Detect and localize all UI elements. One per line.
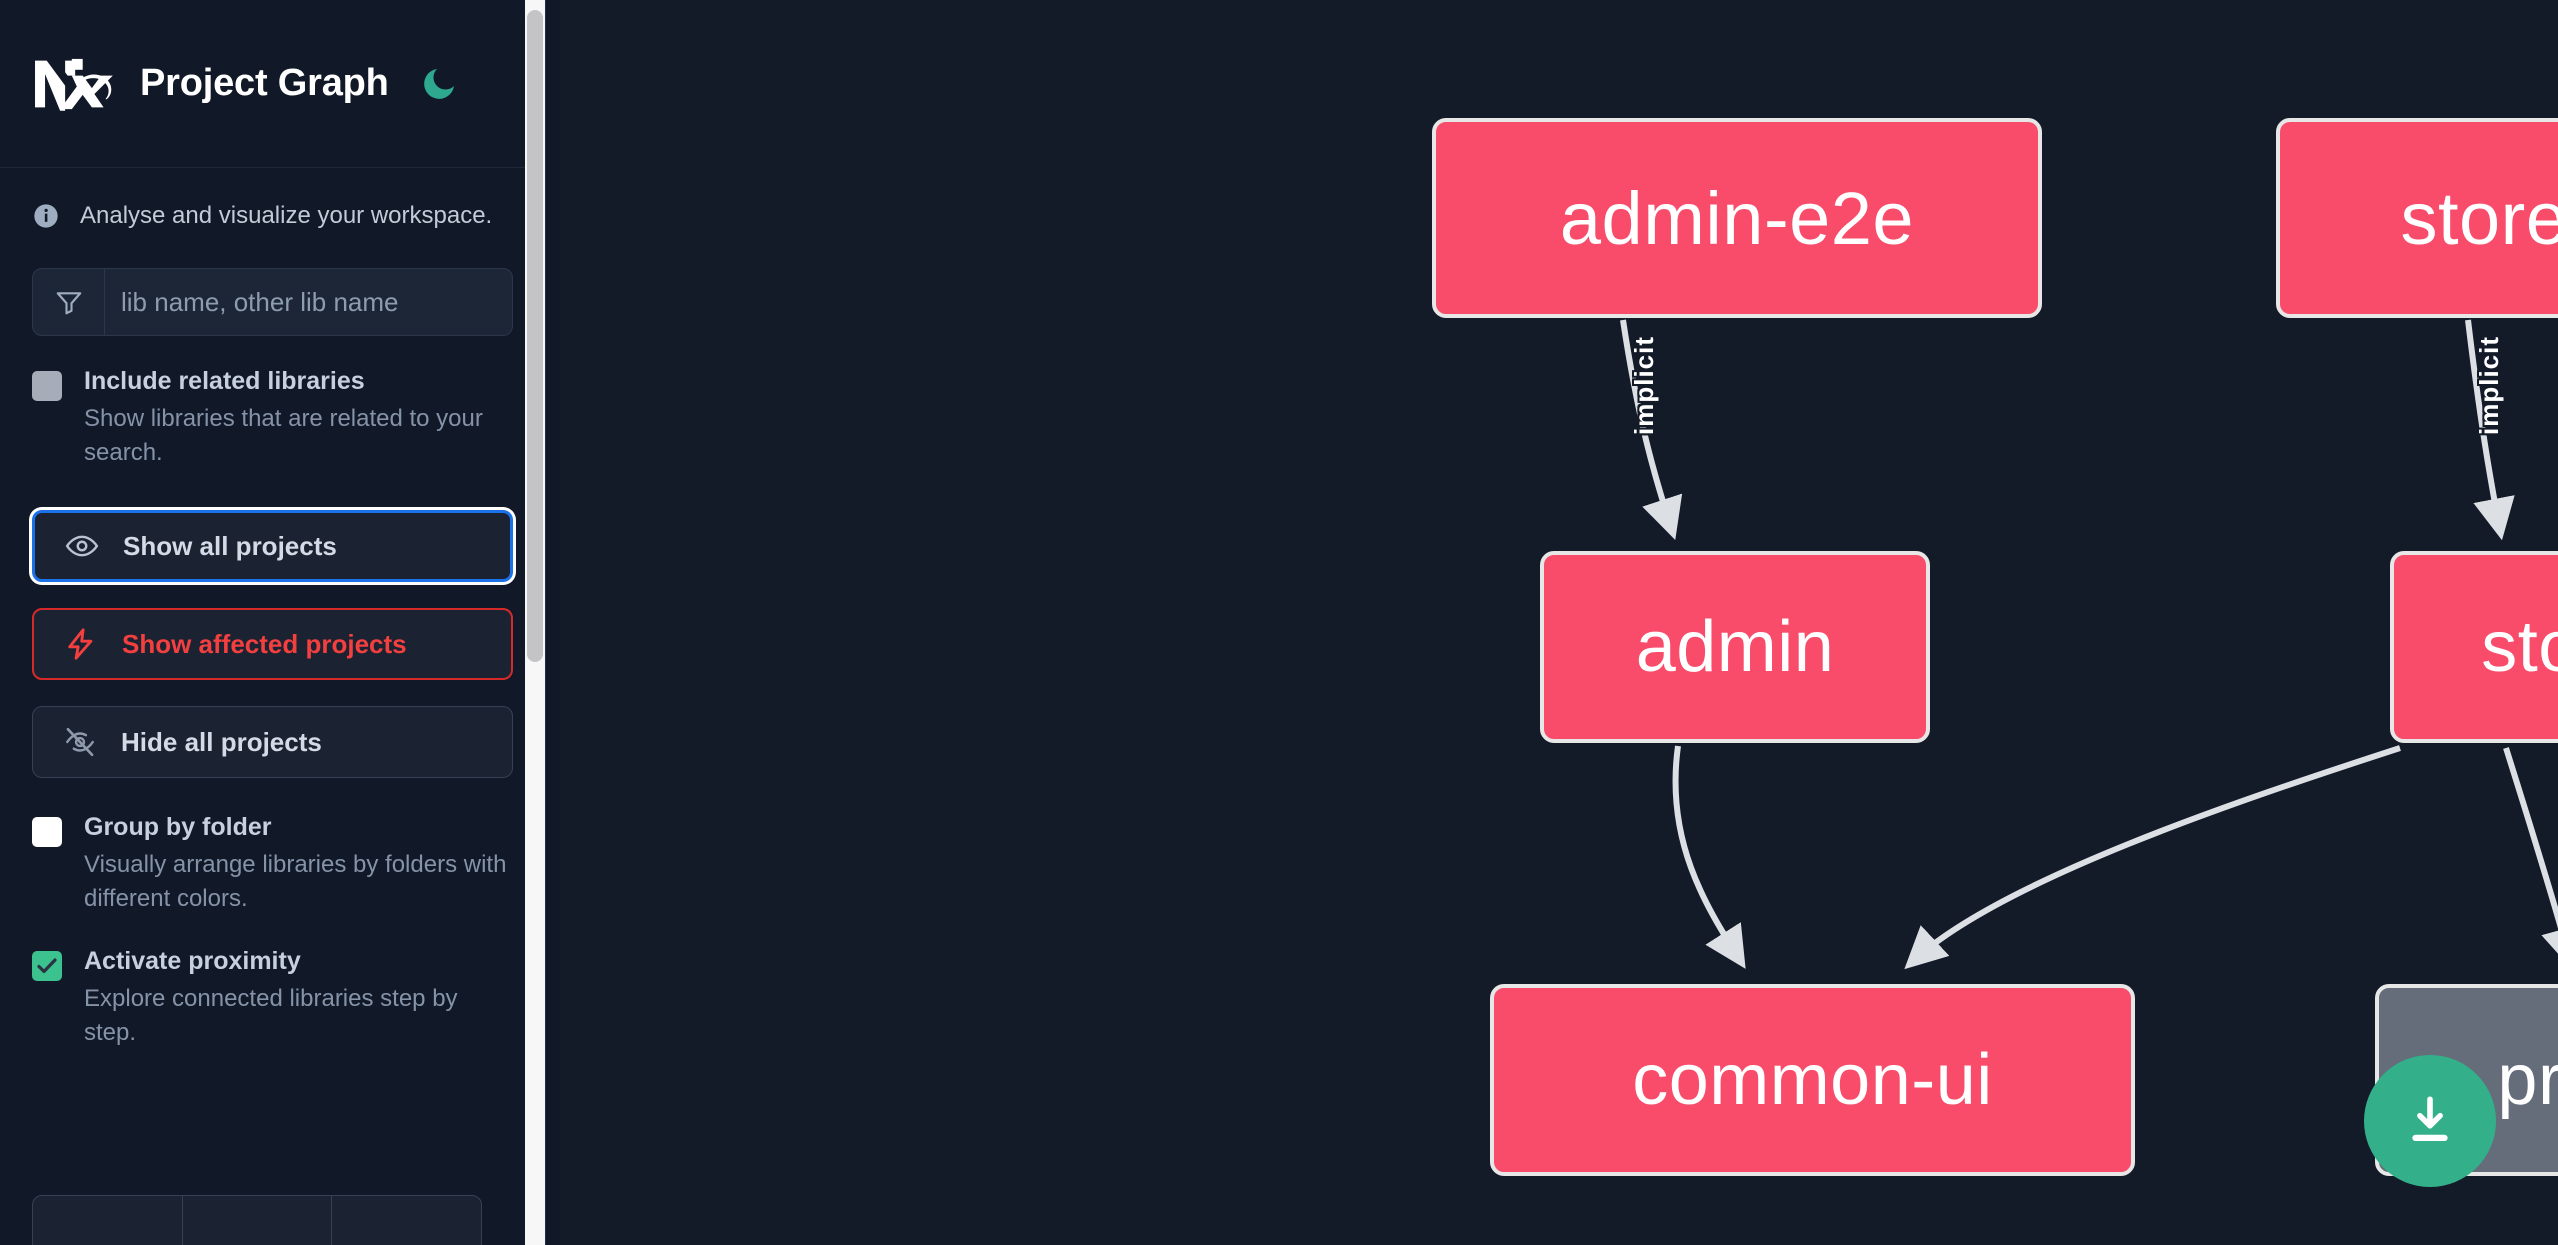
show-all-projects-label: Show all projects bbox=[123, 530, 337, 561]
graph-node-common-ui[interactable]: common-ui bbox=[1490, 984, 2135, 1176]
graph-edge-layer bbox=[1620, 319, 2558, 971]
lightning-icon bbox=[64, 627, 98, 661]
show-all-projects-button[interactable]: Show all projects bbox=[32, 510, 513, 583]
sidebar-info-text: Analyse and visualize your workspace. bbox=[80, 202, 493, 229]
page-title: Project Graph bbox=[140, 62, 389, 104]
funnel-icon bbox=[33, 269, 105, 335]
show-affected-projects-label: Show affected projects bbox=[122, 628, 407, 659]
sidebar: Project Graph Analyse and visualize your… bbox=[0, 0, 560, 1245]
activate-proximity-checkbox[interactable] bbox=[32, 951, 62, 982]
checkbox-include-related-libraries[interactable]: Include related libraries Show libraries… bbox=[32, 366, 513, 470]
edge-admin-e2e-to-admin bbox=[1620, 319, 1683, 540]
moon-icon[interactable] bbox=[417, 62, 461, 106]
activate-proximity-label: Activate proximity bbox=[84, 947, 301, 976]
activate-proximity-description: Explore connected libraries step by step… bbox=[84, 985, 458, 1047]
group-by-folder-description: Visually arrange libraries by folders wi… bbox=[84, 851, 507, 913]
sidebar-content: Project Graph Analyse and visualize your… bbox=[0, 0, 545, 1245]
graph-node-label: admin-e2e bbox=[1559, 176, 1915, 260]
edge-store-to-products bbox=[2503, 747, 2558, 971]
graph-node-label: common-ui bbox=[1632, 1040, 1993, 1120]
checkbox-activate-proximity[interactable]: Activate proximity Explore connected lib… bbox=[32, 946, 513, 1050]
include-related-libraries-checkbox[interactable] bbox=[32, 371, 62, 401]
show-affected-projects-button[interactable]: Show affected projects bbox=[32, 608, 513, 681]
sidebar-scrollbar[interactable] bbox=[525, 0, 545, 1245]
check-icon bbox=[37, 958, 57, 974]
eye-off-icon bbox=[63, 725, 97, 759]
edge-store-e2e-to-store bbox=[2465, 319, 2515, 541]
edge-admin-to-common-ui bbox=[1672, 745, 1746, 969]
info-icon bbox=[32, 202, 60, 230]
include-related-libraries-description: Show libraries that are related to your … bbox=[84, 405, 483, 467]
group-by-folder-checkbox[interactable] bbox=[32, 817, 62, 848]
edge-store-to-common-ui bbox=[1904, 745, 2401, 970]
group-by-folder-label: Group by folder bbox=[84, 813, 272, 842]
sidebar-scrollbar-thumb[interactable] bbox=[527, 10, 543, 662]
download-graph-button[interactable] bbox=[2364, 1055, 2496, 1187]
graph-canvas[interactable]: implicit implicit admin-e2estore-e2eadmi… bbox=[560, 0, 2558, 1245]
graph-node-admin[interactable]: admin bbox=[1540, 551, 1930, 743]
graph-node-store-e2e[interactable]: store-e2e bbox=[2276, 118, 2558, 318]
segment-option-2[interactable] bbox=[183, 1196, 333, 1245]
sidebar-info: Analyse and visualize your workspace. bbox=[0, 168, 545, 230]
graph-node-label: products bbox=[2497, 1040, 2558, 1120]
search-input[interactable] bbox=[105, 269, 512, 335]
graph-node-label: store bbox=[2481, 607, 2558, 687]
hide-all-projects-button[interactable]: Hide all projects bbox=[32, 706, 513, 779]
sidebar-header: Project Graph bbox=[0, 0, 545, 168]
eye-icon bbox=[65, 529, 99, 563]
visibility-button-group: Show all projects Show affected projects bbox=[32, 510, 513, 779]
graph-node-label: store-e2e bbox=[2400, 176, 2558, 260]
graph-node-label: admin bbox=[1635, 607, 1835, 687]
hide-all-projects-label: Hide all projects bbox=[121, 726, 322, 757]
nx-logo bbox=[30, 55, 122, 113]
proximity-segmented-control[interactable] bbox=[32, 1195, 482, 1245]
sidebar-edge bbox=[545, 0, 560, 1245]
graph-node-admin-e2e[interactable]: admin-e2e bbox=[1432, 118, 2042, 318]
segment-option-3[interactable] bbox=[332, 1196, 481, 1245]
include-related-libraries-label: Include related libraries bbox=[84, 367, 365, 395]
graph-node-store[interactable]: store bbox=[2390, 551, 2558, 743]
download-icon bbox=[2412, 1096, 2448, 1142]
segment-option-1[interactable] bbox=[33, 1196, 183, 1245]
filter-bar[interactable] bbox=[32, 268, 513, 336]
checkbox-group-by-folder[interactable]: Group by folder Visually arrange librari… bbox=[32, 812, 513, 916]
